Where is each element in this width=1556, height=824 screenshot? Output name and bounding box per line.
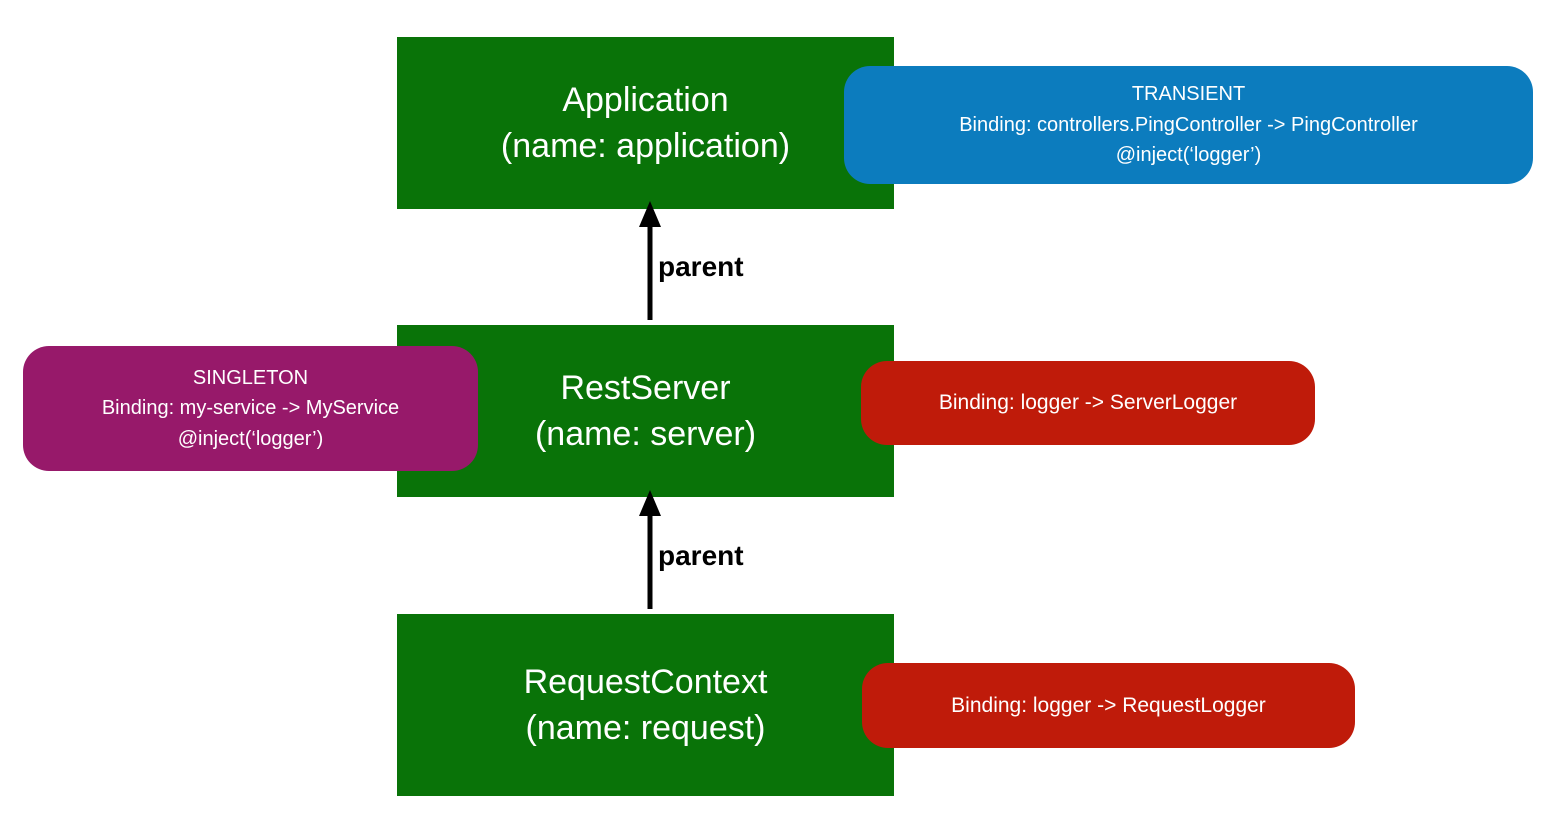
binding-bubble-transient[interactable]: TRANSIENT Binding: controllers.PingContr… (844, 66, 1533, 184)
edge-label-parent-lower: parent (658, 540, 744, 571)
context-box-request[interactable]: RequestContext (name: request) (397, 614, 894, 796)
context-box-server[interactable]: RestServer (name: server) (397, 325, 894, 497)
binding-scope-transient: TRANSIENT (1131, 83, 1246, 106)
binding-inject-transient: @inject(‘logger’) (1115, 144, 1262, 167)
context-box-application[interactable]: Application (name: application) (397, 37, 894, 209)
context-subtitle-request: (name: request) (525, 709, 766, 747)
edge-label-parent-upper: parent (658, 251, 744, 282)
binding-text-transient: Binding: controllers.PingController -> P… (959, 113, 1418, 136)
context-title-server: RestServer (560, 368, 731, 407)
binding-text-server-logger: Binding: logger -> ServerLogger (938, 391, 1238, 415)
binding-scope-singleton: SINGLETON (192, 366, 309, 389)
binding-bubble-server-logger[interactable]: Binding: logger -> ServerLogger (861, 361, 1315, 445)
binding-text-singleton: Binding: my-service -> MyService (101, 397, 400, 420)
context-title-request: RequestContext (523, 662, 768, 701)
arrow-server-to-application (639, 201, 661, 320)
context-title-application: Application (562, 80, 729, 119)
binding-bubble-request-logger[interactable]: Binding: logger -> RequestLogger (862, 663, 1355, 748)
context-subtitle-server: (name: server) (534, 415, 757, 453)
context-subtitle-application: (name: application) (500, 127, 791, 165)
binding-inject-singleton: @inject(‘logger’) (177, 427, 324, 450)
binding-text-request-logger: Binding: logger -> RequestLogger (951, 693, 1266, 717)
binding-bubble-singleton[interactable]: SINGLETON Binding: my-service -> MyServi… (23, 346, 478, 471)
arrow-request-to-server (639, 490, 661, 609)
